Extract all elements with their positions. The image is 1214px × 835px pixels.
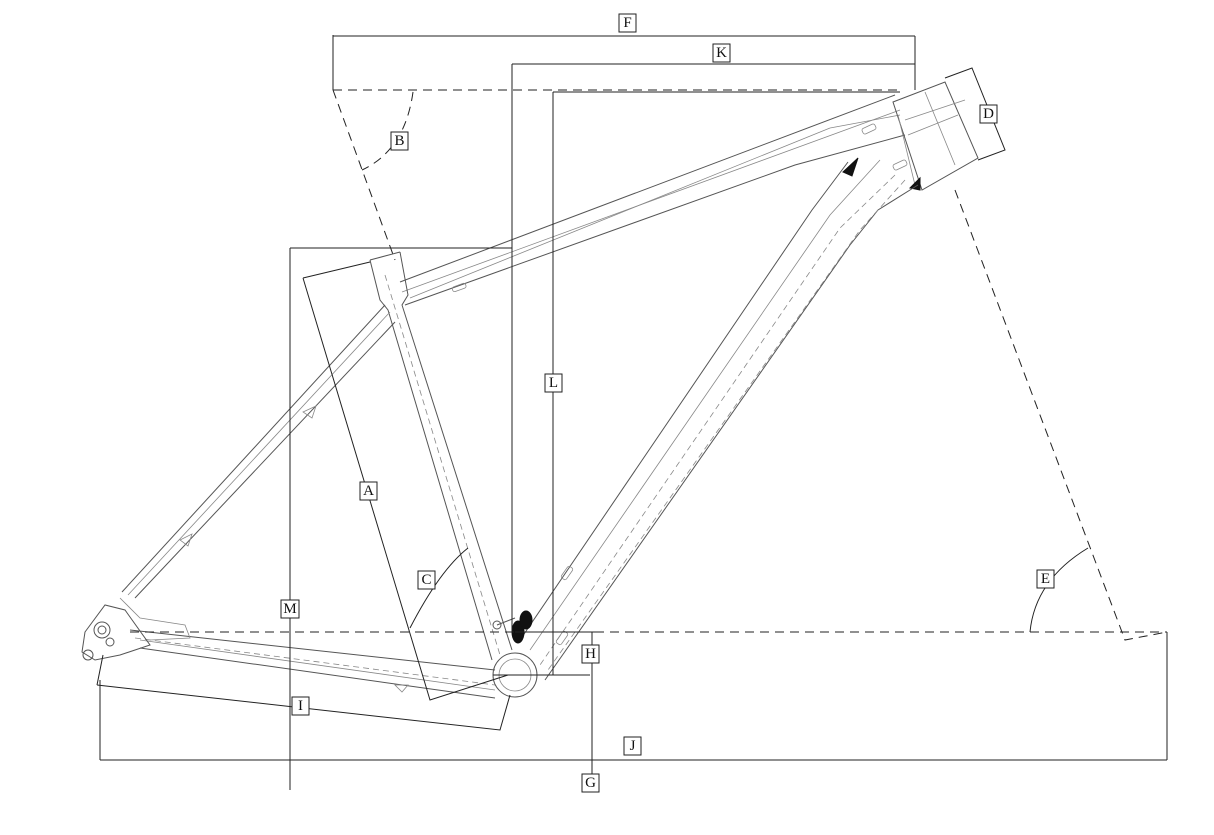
dimension-a-line: [302, 261, 509, 701]
dimension-lines: [96, 35, 1168, 790]
chain-stay: [129, 629, 496, 699]
dimension-j-line: [99, 632, 1168, 761]
dimension-l-line: [552, 91, 900, 675]
frame-outline: [81, 81, 979, 699]
svg-text:K: K: [716, 45, 727, 61]
rear-dropout: [81, 597, 191, 661]
dimension-f-line: [332, 35, 916, 90]
dimension-i-line: [96, 654, 511, 731]
label-j: J: [623, 736, 642, 756]
label-h: H: [581, 644, 600, 664]
svg-text:F: F: [623, 15, 631, 31]
seat-stay: [121, 304, 396, 599]
head-tube: [842, 81, 979, 191]
label-i: I: [291, 696, 310, 716]
svg-text:B: B: [394, 133, 404, 149]
svg-text:G: G: [585, 775, 596, 791]
svg-text:H: H: [585, 646, 596, 662]
svg-text:C: C: [421, 572, 431, 588]
bottom-bracket: [492, 610, 590, 698]
svg-text:M: M: [283, 601, 296, 617]
svg-text:E: E: [1041, 571, 1050, 587]
label-f: F: [618, 13, 637, 33]
svg-text:J: J: [630, 738, 636, 754]
label-l: L: [544, 373, 563, 393]
label-e: E: [1036, 569, 1055, 589]
label-g: G: [581, 773, 600, 793]
down-tube: [519, 159, 919, 681]
svg-text:I: I: [298, 698, 303, 714]
label-k: K: [712, 43, 731, 63]
label-d: D: [979, 104, 998, 124]
svg-text:D: D: [983, 106, 994, 122]
label-b: B: [390, 131, 409, 151]
label-c: C: [417, 570, 436, 590]
top-tube: [399, 94, 906, 306]
label-a: A: [359, 481, 378, 501]
dimension-labels: F K D B L A C E: [280, 13, 1055, 793]
seat-tube: [369, 251, 513, 661]
svg-text:A: A: [363, 483, 374, 499]
label-m: M: [280, 599, 300, 619]
svg-text:L: L: [549, 375, 558, 391]
construction-lines: [130, 89, 1168, 641]
dimension-m-line: [289, 247, 512, 790]
